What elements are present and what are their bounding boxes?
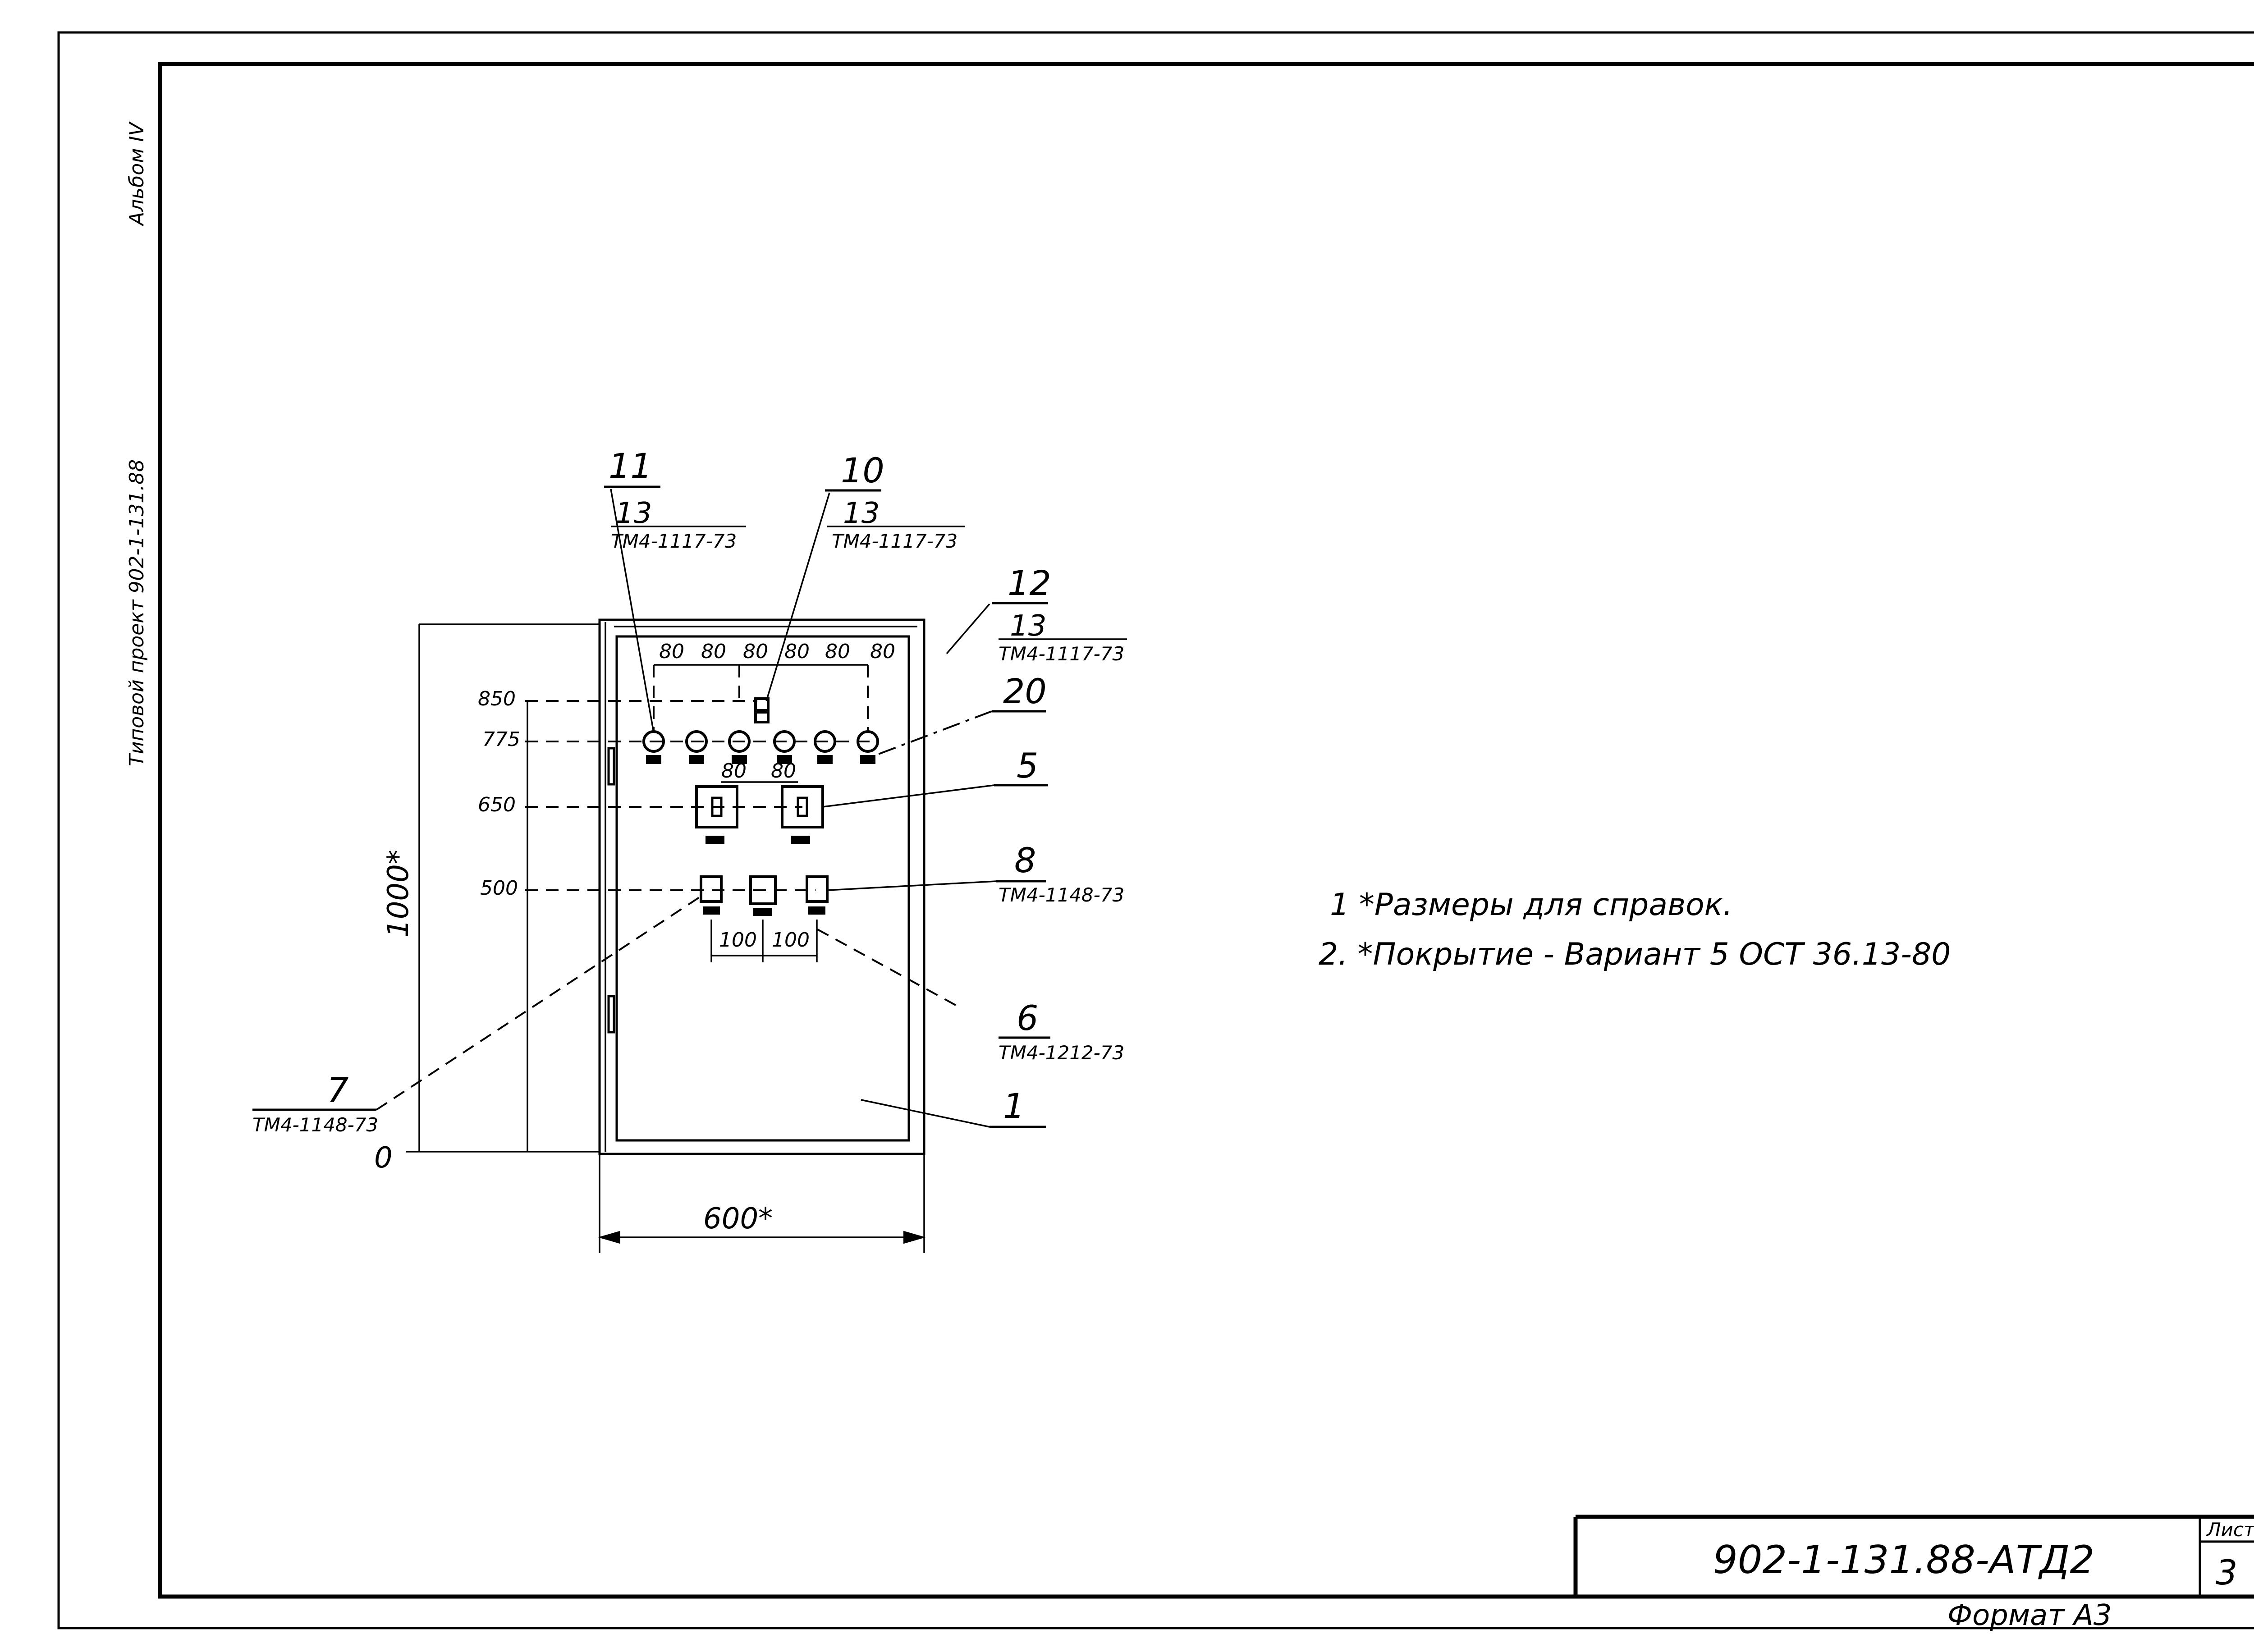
callout-11: 11 13 ТМ4-1117-73 xyxy=(604,446,746,733)
title-block: 902-1-131.88-АТД2 Лист 3 Формат А3 xyxy=(1573,1515,2254,1632)
svg-text:13: 13 xyxy=(615,497,652,530)
svg-text:13: 13 xyxy=(843,497,880,530)
svg-text:80: 80 xyxy=(870,640,895,663)
door-hinge-lower xyxy=(607,995,615,1034)
indicator-4 xyxy=(773,730,796,764)
cabinet-outline xyxy=(598,618,925,1155)
svg-text:12: 12 xyxy=(1008,563,1051,603)
svg-text:13: 13 xyxy=(1010,609,1046,643)
device-pair xyxy=(695,781,824,844)
level-marks: 850 775 650 500 0 xyxy=(374,687,870,1175)
callout-8: 8 ТМ4-1148-73 xyxy=(827,840,1124,906)
height-value: 1000* xyxy=(382,850,415,938)
callout-10: 10 13 ТМ4-1117-73 xyxy=(765,450,965,701)
svg-text:1: 1 xyxy=(1003,1086,1025,1126)
callout-1: 1 xyxy=(861,1086,1046,1128)
cabinet-door xyxy=(615,635,910,1142)
svg-text:850: 850 xyxy=(478,687,516,710)
callout-12: 12 13 ТМ4-1117-73 xyxy=(946,563,1127,665)
svg-text:80: 80 xyxy=(743,640,768,663)
callout-7: 7 ТМ4-1148-73 xyxy=(252,894,704,1136)
svg-text:500: 500 xyxy=(480,877,518,900)
project-label: Типовой проект 902-1-131.88 xyxy=(125,459,148,766)
svg-text:10: 10 xyxy=(841,450,884,490)
svg-text:ТМ4-1117-73: ТМ4-1117-73 xyxy=(611,530,737,552)
paper-format: Формат А3 xyxy=(1947,1599,2112,1632)
pitch-80-chain: 80 80 80 80 80 80 80 80 xyxy=(653,640,895,783)
note-2: 2. *Покрытие - Вариант 5 ОСТ 36.13-80 xyxy=(1319,937,1951,972)
svg-text:0: 0 xyxy=(374,1141,393,1175)
switch-left xyxy=(700,875,723,903)
svg-text:80: 80 xyxy=(825,640,850,663)
svg-text:775: 775 xyxy=(482,728,520,751)
switch-right xyxy=(806,875,829,903)
callout-6: 6 ТМ4-1212-73 xyxy=(815,928,1124,1064)
switch-row xyxy=(700,875,829,916)
pitch-100-chain: 100 100 xyxy=(710,920,818,962)
technical-notes: 1 *Размеры для справок. 2. *Покрытие - В… xyxy=(1319,887,1951,972)
album-label: Альбом IV xyxy=(125,121,148,227)
indicator-2 xyxy=(685,730,708,764)
height-dimension: 1000* xyxy=(382,623,600,1153)
svg-text:650: 650 xyxy=(478,793,516,816)
svg-text:ТМ4-1212-73: ТМ4-1212-73 xyxy=(999,1042,1124,1064)
svg-text:100: 100 xyxy=(719,929,757,952)
svg-text:8: 8 xyxy=(1014,840,1036,880)
svg-text:5: 5 xyxy=(1017,746,1038,786)
svg-text:ТМ4-1148-73: ТМ4-1148-73 xyxy=(999,884,1124,906)
svg-text:80: 80 xyxy=(771,760,796,783)
indicator-1 xyxy=(642,730,665,764)
indicator-5 xyxy=(814,730,836,764)
svg-text:80: 80 xyxy=(784,640,810,663)
svg-text:6: 6 xyxy=(1017,998,1038,1038)
svg-text:ТМ4-1117-73: ТМ4-1117-73 xyxy=(832,530,957,552)
svg-text:80: 80 xyxy=(721,760,747,783)
svg-text:80: 80 xyxy=(701,640,726,663)
sheet-label: Лист xyxy=(2206,1519,2254,1541)
indicator-6 xyxy=(857,730,879,764)
indicator-3 xyxy=(728,730,751,764)
sheet-number: 3 xyxy=(2216,1552,2237,1593)
svg-text:600*: 600* xyxy=(703,1202,773,1236)
callout-5: 5 xyxy=(822,746,1048,808)
indicator-row xyxy=(642,730,879,764)
width-dimension: 600* xyxy=(598,1154,926,1253)
callout-20: 20 xyxy=(870,671,1047,758)
outer-border xyxy=(57,31,2254,1629)
note-1: 1 *Размеры для справок. xyxy=(1330,887,1732,923)
svg-text:20: 20 xyxy=(1003,671,1047,711)
drawing-frame xyxy=(158,62,2254,1599)
svg-text:100: 100 xyxy=(772,929,810,952)
svg-text:80: 80 xyxy=(659,640,684,663)
svg-text:ТМ4-1117-73: ТМ4-1117-73 xyxy=(999,643,1124,665)
top-device xyxy=(754,697,770,723)
svg-text:7: 7 xyxy=(327,1070,348,1110)
document-code: 902-1-131.88-АТД2 xyxy=(1713,1538,2094,1583)
door-hinge-upper xyxy=(607,747,615,786)
cabinet-front-view xyxy=(598,618,925,1155)
svg-text:ТМ4-1148-73: ТМ4-1148-73 xyxy=(252,1114,378,1136)
svg-text:11: 11 xyxy=(609,446,652,486)
